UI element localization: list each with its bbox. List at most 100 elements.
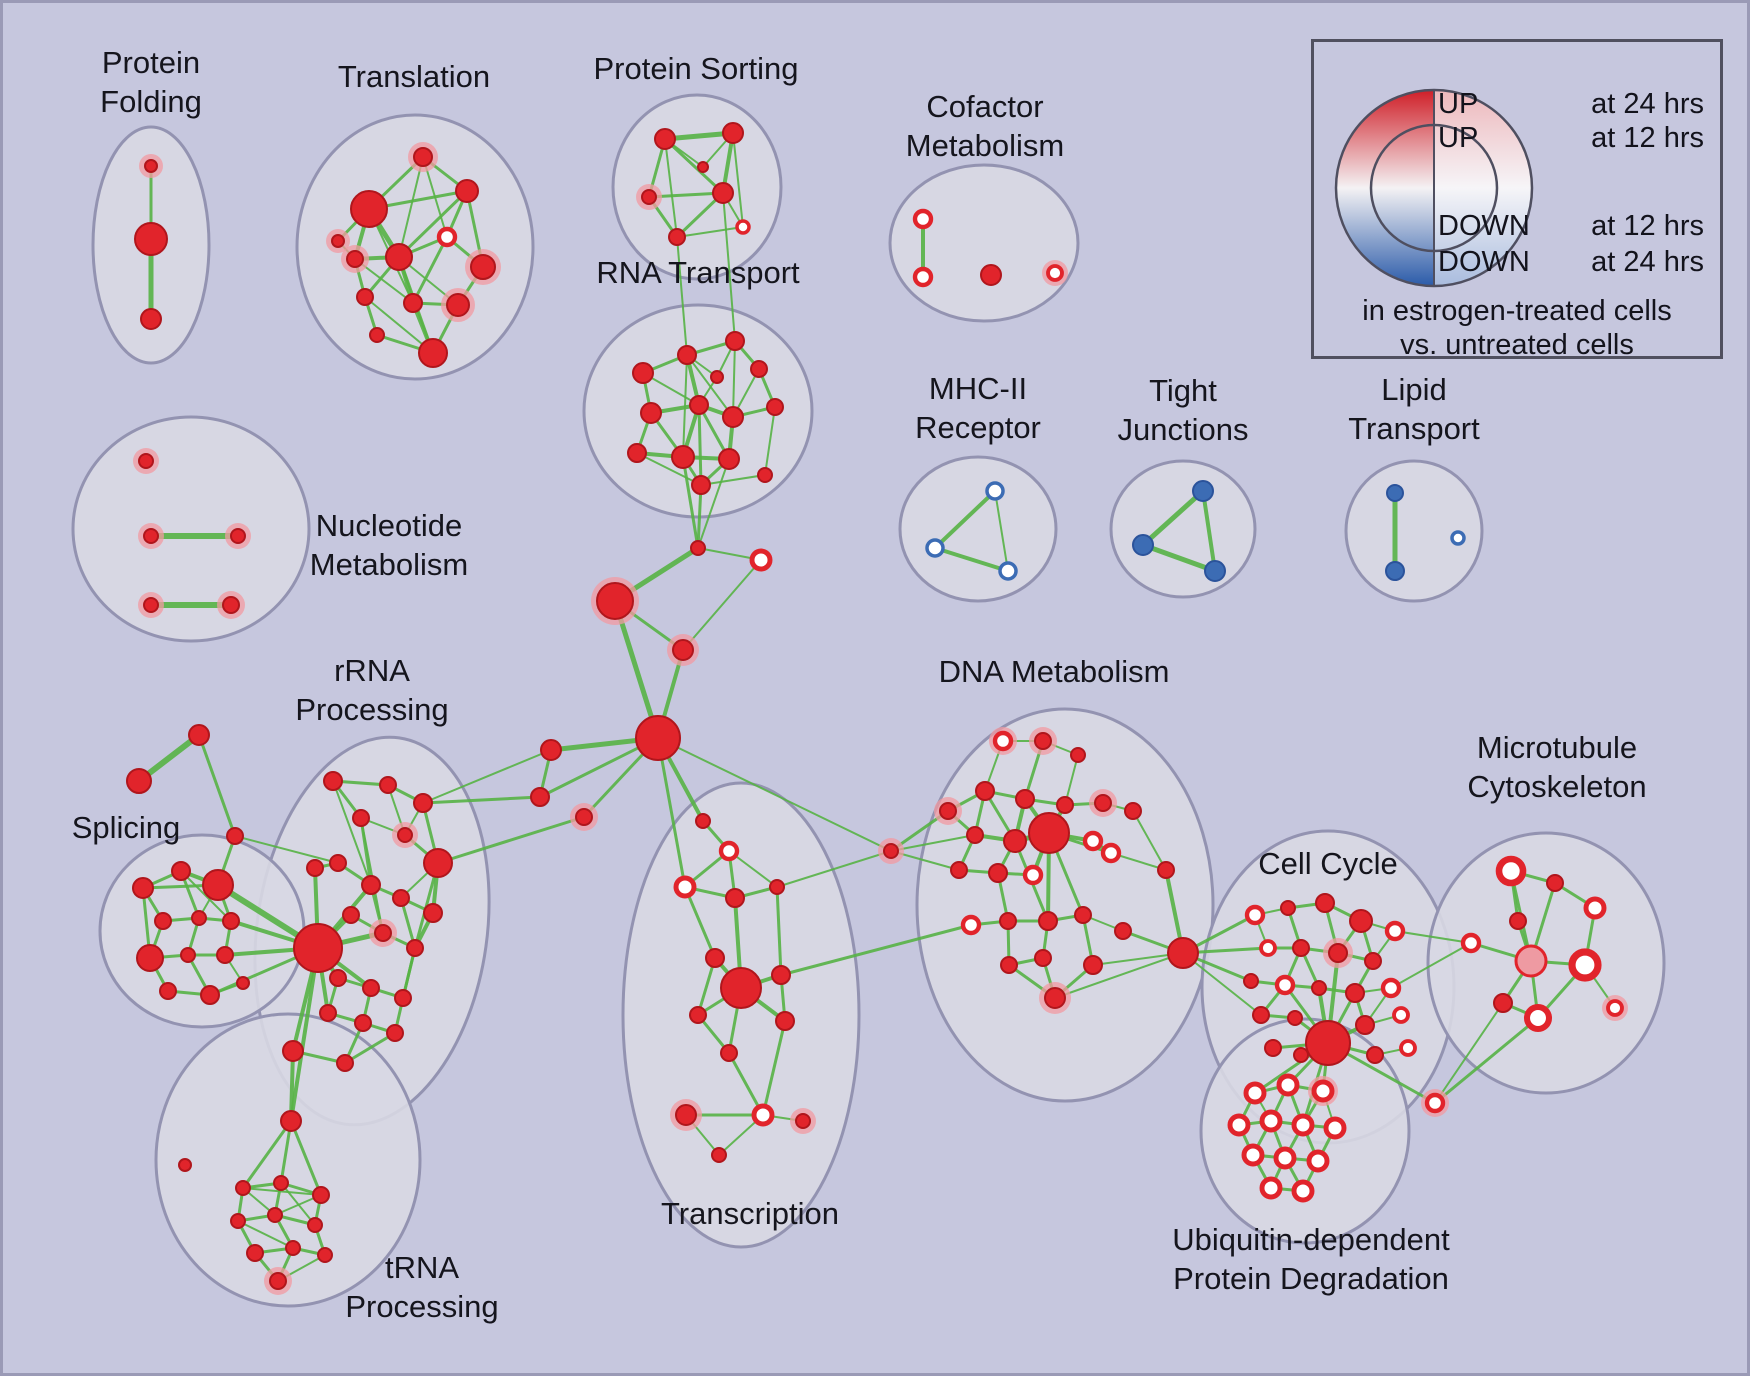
network-node-tl6 (436, 226, 458, 248)
network-node-rp22 (306, 859, 324, 877)
network-node-tc7 (720, 967, 762, 1009)
network-node-dm17 (1022, 864, 1044, 886)
network-node-dm11 (1003, 829, 1027, 853)
network-edge (1201, 489, 1217, 573)
network-node-tl9 (403, 293, 423, 313)
network-node-dm8 (1094, 794, 1112, 812)
network-node-tl5 (385, 243, 413, 271)
network-node-sp12 (236, 976, 250, 990)
network-edge (676, 226, 744, 238)
network-node-tl4 (346, 250, 364, 268)
network-edge (180, 870, 232, 922)
network-edge (764, 406, 776, 476)
network-edge (732, 340, 736, 418)
legend-ring-glyph (1334, 88, 1534, 288)
network-node-tj1 (1192, 480, 1214, 502)
network-node-ub5 (1259, 1109, 1283, 1133)
network-node-tl8 (356, 288, 374, 306)
network-node-mh3 (998, 561, 1018, 581)
network-edge (1182, 952, 1262, 1016)
network-edge (636, 452, 702, 486)
network-node-sp7 (136, 944, 164, 972)
network-node-dm2 (1034, 732, 1052, 750)
network-node-tl13 (331, 234, 345, 248)
network-node-lt1 (1386, 484, 1404, 502)
network-node-cc2 (1280, 900, 1296, 916)
legend-up-12-label: UP (1438, 122, 1479, 154)
network-edge (662, 130, 736, 142)
network-node-cc7 (1292, 939, 1310, 957)
network-node-rt13 (757, 467, 773, 483)
network-node-tl12 (369, 327, 385, 343)
network-node-rp11 (342, 906, 360, 924)
network-node-tl10 (446, 293, 470, 317)
network-node-rt5 (640, 402, 662, 424)
network-node-rp3 (413, 793, 433, 813)
network-node-rt8 (766, 398, 784, 416)
network-node-dm13 (1082, 830, 1104, 852)
network-nodes (126, 122, 1628, 1295)
network-node-ps6 (735, 219, 751, 235)
network-edge (343, 1031, 397, 1065)
network-node-dm23 (1034, 949, 1052, 967)
network-node-ch4 (672, 639, 694, 661)
network-node-ps5 (668, 228, 686, 246)
legend-row-down-24: DOWN at 24 hrs (1314, 246, 1720, 278)
network-node-pf1 (144, 159, 158, 173)
network-node-cc6 (1259, 939, 1277, 957)
network-edge (697, 458, 730, 549)
network-node-dm10 (966, 826, 984, 844)
network-edge (656, 736, 687, 889)
network-edge (933, 489, 997, 550)
network-node-rp10 (423, 903, 443, 923)
network-node-tn8 (285, 1240, 301, 1256)
network-node-rp19 (386, 1024, 404, 1042)
network-node-ps7 (697, 161, 709, 173)
network-edge (234, 835, 339, 864)
network-node-tn3 (312, 1186, 330, 1204)
network-node-ub12 (1291, 1179, 1315, 1203)
network-node-dm18 (1100, 842, 1122, 864)
network-node-tl11 (418, 338, 448, 368)
legend-down-24-time: at 24 hrs (1591, 246, 1704, 278)
network-node-up1 (540, 739, 562, 761)
network-node-sp10 (159, 982, 177, 1000)
network-node-rt1 (632, 362, 654, 384)
network-node-ch2 (749, 548, 773, 572)
cluster-cofactor-metabolism (888, 163, 1080, 323)
network-node-dm25 (1083, 955, 1103, 975)
network-edge (761, 1019, 787, 1117)
network-node-rp12 (374, 924, 392, 942)
network-node-cch (1305, 1020, 1351, 1066)
network-node-rp6 (423, 848, 453, 878)
network-node-mt10 (1606, 999, 1624, 1017)
network-node-mt8 (1493, 993, 1513, 1013)
network-node-mt7 (1568, 948, 1602, 982)
network-node-mt3 (1583, 896, 1607, 920)
cluster-label-splicing: Splicing (72, 810, 181, 845)
network-node-ub10 (1306, 1149, 1330, 1173)
network-node-tn0 (280, 1110, 302, 1132)
network-node-ch1 (690, 540, 706, 556)
network-node-rt2 (677, 345, 697, 365)
network-node-tc8 (771, 965, 791, 985)
legend-outer-circle-left (1336, 90, 1434, 286)
network-node-tn10 (269, 1272, 287, 1290)
network-edge (663, 137, 725, 195)
network-node-tc4 (725, 888, 745, 908)
network-node-cc1 (1244, 904, 1266, 926)
network-node-nm3 (230, 528, 246, 544)
network-node-cc18 (1392, 1006, 1410, 1024)
network-edge (696, 483, 703, 550)
network-node-tn5 (267, 1207, 283, 1223)
network-edge (1140, 542, 1218, 574)
legend-down-24-label: DOWN (1438, 246, 1530, 278)
network-node-rt3 (725, 331, 745, 351)
network-node-ub2 (1276, 1073, 1300, 1097)
network-edge (700, 474, 766, 486)
legend-caption-line1: in estrogen-treated cells (1362, 295, 1672, 327)
